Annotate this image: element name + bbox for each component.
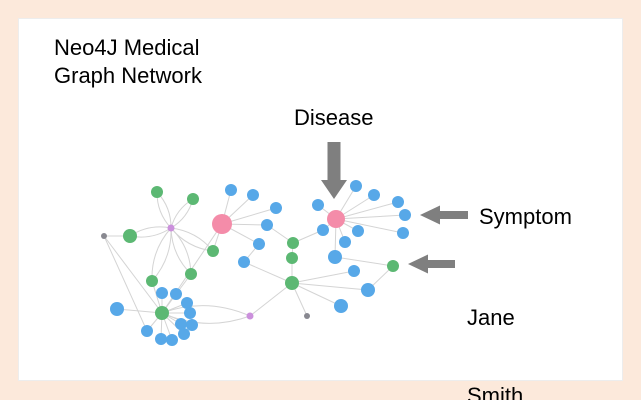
page-title: Neo4J Medical Graph Network (54, 34, 202, 90)
graph-edge (170, 227, 192, 275)
symptom-annotation-label: Symptom (479, 204, 572, 229)
graph-edge (249, 282, 293, 317)
symptom-node-blue-m1[interactable] (238, 256, 250, 268)
graph-edge (151, 227, 172, 282)
symptom-node-blue-d2[interactable] (350, 180, 362, 192)
symptom-node-blue-c9[interactable] (141, 325, 153, 337)
symptom-node-blue-d8[interactable] (339, 236, 351, 248)
symptom-node-blue-d6[interactable] (397, 227, 409, 239)
symptom-node-blue-p5[interactable] (253, 238, 265, 250)
symptom-node-blue-d1[interactable] (312, 199, 324, 211)
symptom-node-blue-d5[interactable] (399, 209, 411, 221)
symptom-node-blue-c5[interactable] (184, 307, 196, 319)
symptom-node-blue-d9[interactable] (317, 224, 329, 236)
symptom-node-blue-p1[interactable] (225, 184, 237, 196)
junction-node-gray-a[interactable] (101, 233, 107, 239)
symptom-node-blue-d4[interactable] (392, 196, 404, 208)
symptom-node-blue-c3[interactable] (170, 288, 182, 300)
symptom-node-blue-m5[interactable] (334, 299, 348, 313)
junction-node-purple-a[interactable] (167, 224, 175, 232)
graph-edge (170, 227, 192, 275)
person-node-green-m1[interactable] (287, 237, 299, 249)
symptom-node-blue-d3[interactable] (368, 189, 380, 201)
symptom-node-blue-c10[interactable] (155, 333, 167, 345)
symptom-node-blue-c2[interactable] (156, 287, 168, 299)
graph-edge (291, 282, 342, 307)
graph-edge (291, 270, 355, 284)
symptom-node-blue-d7[interactable] (352, 225, 364, 237)
symptom-arrow (420, 205, 468, 225)
symptom-node-blue-m3[interactable] (348, 265, 360, 277)
graph-edge (161, 305, 251, 317)
jane-smith-annotation-label: Jane Smith (467, 253, 523, 400)
person-node-green-m2[interactable] (286, 252, 298, 264)
symptom-node-blue-p2[interactable] (247, 189, 259, 201)
disease-node-pink-1[interactable] (212, 214, 232, 234)
symptom-node-blue-c7[interactable] (186, 319, 198, 331)
title-line-2: Graph Network (54, 63, 202, 88)
jane-label-line-2: Smith (467, 383, 524, 400)
title-line-1: Neo4J Medical (54, 35, 200, 60)
graph-edge (103, 235, 163, 314)
symptom-node-blue-c8[interactable] (178, 328, 190, 340)
graph-edge (334, 256, 394, 267)
jane-arrow (408, 254, 455, 274)
person-node-green-a4[interactable] (207, 245, 219, 257)
graph-edge (243, 261, 293, 284)
junction-node-purple-b[interactable] (246, 312, 254, 320)
person-node-green-jane[interactable] (387, 260, 399, 272)
graph-edge (335, 218, 404, 234)
person-node-green-a2[interactable] (187, 193, 199, 205)
disease-annotation-label: Disease (294, 105, 374, 130)
graph-edge (335, 201, 399, 220)
person-node-green-a6[interactable] (146, 275, 158, 287)
graph-edge (151, 227, 172, 282)
graph-edge (335, 214, 406, 220)
disease-node-pink-2[interactable] (327, 210, 345, 228)
jane-label-line-1: Jane (467, 305, 515, 330)
symptom-node-blue-m2[interactable] (328, 250, 342, 264)
person-node-green-a5[interactable] (185, 268, 197, 280)
symptom-node-blue-p4[interactable] (261, 219, 273, 231)
person-node-green-a1[interactable] (151, 186, 163, 198)
symptom-node-blue-c6[interactable] (175, 318, 187, 330)
symptom-node-blue-p3[interactable] (270, 202, 282, 214)
graph-panel (18, 18, 623, 381)
graph-edge (103, 235, 148, 332)
person-node-green-hub2[interactable] (285, 276, 299, 290)
symptom-node-blue-m4[interactable] (361, 283, 375, 297)
graph-edge (116, 308, 163, 314)
person-node-green-hub1[interactable] (155, 306, 169, 320)
junction-node-gray-b[interactable] (304, 313, 310, 319)
symptom-node-blue-c1[interactable] (110, 302, 124, 316)
graph-edge (291, 282, 369, 291)
symptom-node-blue-c11[interactable] (166, 334, 178, 346)
disease-arrow (321, 142, 347, 199)
symptom-node-blue-c4[interactable] (181, 297, 193, 309)
person-node-green-a3[interactable] (123, 229, 137, 243)
